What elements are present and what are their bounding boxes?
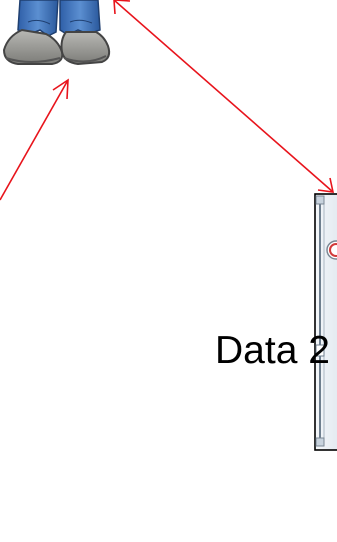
window-frame-icon [314,193,337,451]
data-label: Data 2 [215,329,330,372]
bidirectional-arrow [113,0,335,193]
arrow-to-figure [0,78,69,201]
cartoon-person-feet-icon [2,0,111,66]
